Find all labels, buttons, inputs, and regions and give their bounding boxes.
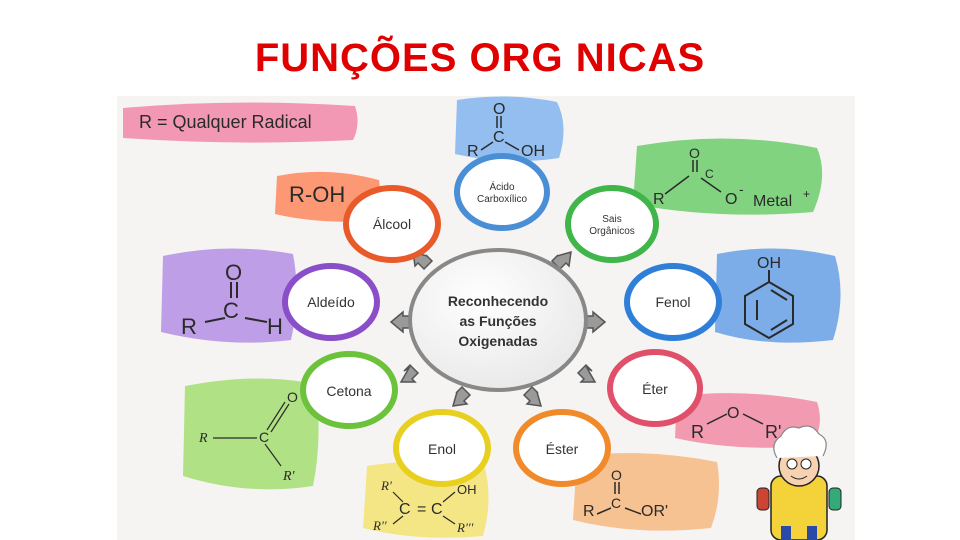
bubble-acido: Ácido Carboxílico — [454, 153, 550, 231]
acido-line1: Ácido — [489, 180, 514, 193]
fenol-oh: OH — [757, 255, 781, 272]
bubble-eter: Éter — [607, 349, 703, 427]
acido-scribble — [455, 96, 564, 162]
acido-oh: OH — [521, 143, 545, 160]
radical-note-scribble — [123, 102, 358, 143]
ester-c: C — [611, 495, 621, 511]
aldeido-h: H — [267, 314, 283, 339]
enol-r2: R'' — [372, 518, 387, 533]
bubble-alcool: Álcool — [343, 185, 441, 263]
enol-oh: OH — [457, 482, 477, 497]
enol-r3: R''' — [456, 520, 474, 535]
cetona-o: O — [287, 389, 298, 405]
enol-bonds — [392, 491, 456, 525]
sais-c: C — [705, 167, 714, 181]
acido-formula — [480, 116, 520, 151]
benzene-ring — [744, 270, 794, 340]
ester-r: R — [583, 503, 595, 520]
ester-or: OR' — [641, 503, 668, 520]
arrow-right — [584, 310, 607, 334]
fenol-label: Fenol — [655, 294, 690, 310]
eter-r2: R' — [765, 422, 781, 442]
eter-label: Éter — [642, 381, 668, 397]
alcool-formula: R-OH — [289, 182, 345, 207]
aldeido-r: R — [181, 314, 197, 339]
bubble-fenol: Fenol — [624, 263, 722, 341]
bubble-ester: Éster — [513, 409, 611, 487]
sais-line1: Sais — [602, 214, 621, 225]
acido-o: O — [493, 101, 505, 118]
aldeido-bonds — [204, 282, 268, 323]
arrow-upright — [550, 250, 572, 271]
cetona-bonds — [213, 401, 290, 467]
radical-note: R = Qualquer Radical — [139, 112, 312, 132]
scientist-illustration — [756, 425, 842, 540]
arrow-down-a — [451, 385, 472, 407]
cetona-label: Cetona — [326, 383, 371, 399]
cetona-r2: R' — [282, 469, 296, 484]
cetona-scribble — [183, 378, 319, 490]
sais-plus: + — [803, 187, 810, 201]
alcool-label: Álcool — [373, 216, 411, 232]
sais-bonds — [664, 160, 722, 195]
ester-scribble — [573, 453, 719, 531]
enol-c2: C — [431, 501, 443, 518]
fenol-scribble — [715, 248, 841, 343]
eter-o: O — [727, 405, 739, 422]
enol-eq: = — [417, 501, 426, 518]
enol-label: Enol — [428, 441, 456, 457]
center-line1: Reconhecendo — [448, 293, 548, 309]
cetona-r: R — [198, 431, 208, 446]
bubble-sais: Sais Orgânicos — [565, 185, 659, 263]
sais-metal: Metal — [753, 193, 792, 210]
oxygen-functions-diagram: R = Qualquer Radical Reconhecendo as Fun… — [123, 96, 842, 540]
slide-title: FUNÇÕES ORG NICAS — [254, 36, 706, 80]
bubble-cetona: Cetona — [300, 351, 398, 429]
arrow-downright — [576, 363, 597, 383]
diagram-panel: R = Qualquer Radical Reconhecendo as Fun… — [117, 96, 855, 540]
bubble-aldeido: Aldeído — [282, 263, 380, 341]
aldeido-label: Aldeído — [307, 294, 355, 310]
bubble-enol: Enol — [393, 409, 491, 487]
cetona-c: C — [259, 429, 269, 445]
acido-line2: Carboxílico — [477, 194, 527, 205]
center-line2: as Funções — [459, 313, 536, 329]
sais-charge: - — [739, 181, 744, 197]
arrow-left — [389, 310, 412, 334]
enol-c1: C — [399, 501, 411, 518]
sais-r: R — [653, 191, 665, 208]
enol-r1: R' — [380, 478, 392, 493]
eter-bonds — [706, 413, 764, 425]
center-bubble — [408, 248, 588, 392]
acido-c: C — [493, 129, 505, 146]
aldeido-o: O — [225, 260, 242, 285]
sais-line2: Orgânicos — [589, 226, 635, 237]
ester-bonds — [596, 482, 642, 515]
acido-r: R — [467, 143, 479, 160]
center-line3: Oxigenadas — [458, 333, 538, 349]
sais-ominus: O — [725, 191, 737, 208]
sais-o: O — [689, 145, 700, 161]
aldeido-c: C — [223, 298, 239, 323]
arrow-down-b — [522, 385, 543, 407]
ester-label: Éster — [546, 441, 579, 457]
arrow-downleft — [399, 363, 420, 383]
ester-o: O — [611, 467, 622, 483]
sais-scribble — [633, 138, 823, 215]
eter-r: R — [691, 422, 704, 442]
aldeido-scribble — [161, 248, 297, 343]
